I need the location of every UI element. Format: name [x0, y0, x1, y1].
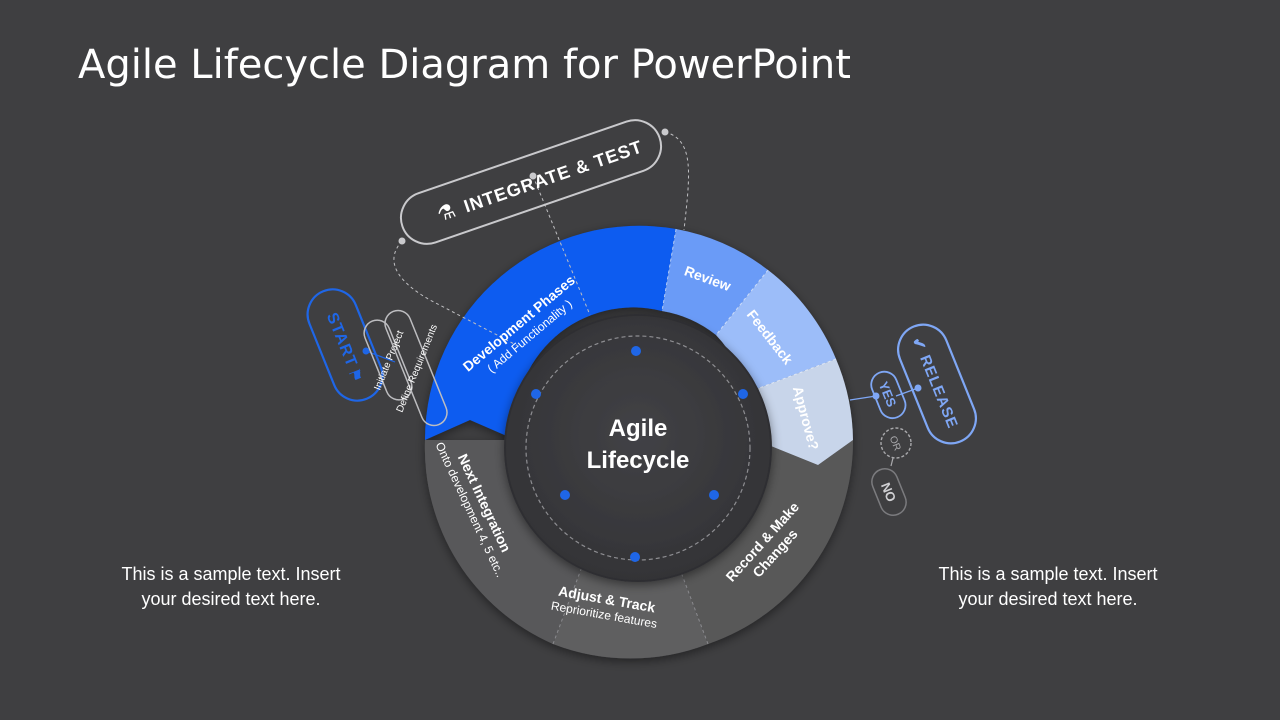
segment-next-integration: [424, 440, 589, 644]
release-label: RELEASE: [916, 353, 961, 432]
segment-development-phases: [424, 225, 676, 440]
right-sample-text: This is a sample text. Insert your desir…: [908, 562, 1188, 612]
check-icon: ✔: [908, 335, 929, 354]
flask-icon: ⚗: [434, 200, 458, 227]
integrate-test-label: INTEGRATE & TEST: [461, 136, 645, 216]
center-title-line2: Lifecycle: [587, 447, 690, 474]
initiate-project-pill: [363, 319, 413, 401]
define-requirements-pill: [384, 309, 448, 427]
flag-icon: ⚑: [344, 366, 365, 386]
no-label: NO: [878, 480, 899, 504]
inner-circle: [504, 314, 772, 582]
or-circle: [880, 427, 912, 459]
right-text-line2: your desired text here.: [958, 589, 1138, 609]
integrate-connectors: [393, 131, 690, 348]
no-pill: [871, 468, 907, 516]
yes-pill: [870, 370, 907, 420]
left-sample-text: This is a sample text. Insert your desir…: [91, 562, 371, 612]
inner-ring-dots: [531, 346, 748, 562]
segment-feedback: [716, 270, 836, 393]
start-label: START: [323, 310, 360, 369]
segment-approve: [746, 359, 853, 465]
lifecycle-ring: [424, 225, 854, 659]
right-text-line1: This is a sample text. Insert: [938, 564, 1158, 584]
release-pill: [897, 323, 977, 445]
or-label: OR: [887, 435, 903, 453]
left-text-line1: This is a sample text. Insert: [121, 564, 341, 584]
segment-review: [662, 229, 768, 335]
segment-record-changes: [672, 440, 854, 644]
center-title-line1: Agile: [609, 415, 668, 442]
page-title: Agile Lifecycle Diagram for PowerPoint: [78, 42, 851, 88]
start-pill: [306, 288, 384, 402]
left-text-line2: your desired text here.: [141, 589, 321, 609]
